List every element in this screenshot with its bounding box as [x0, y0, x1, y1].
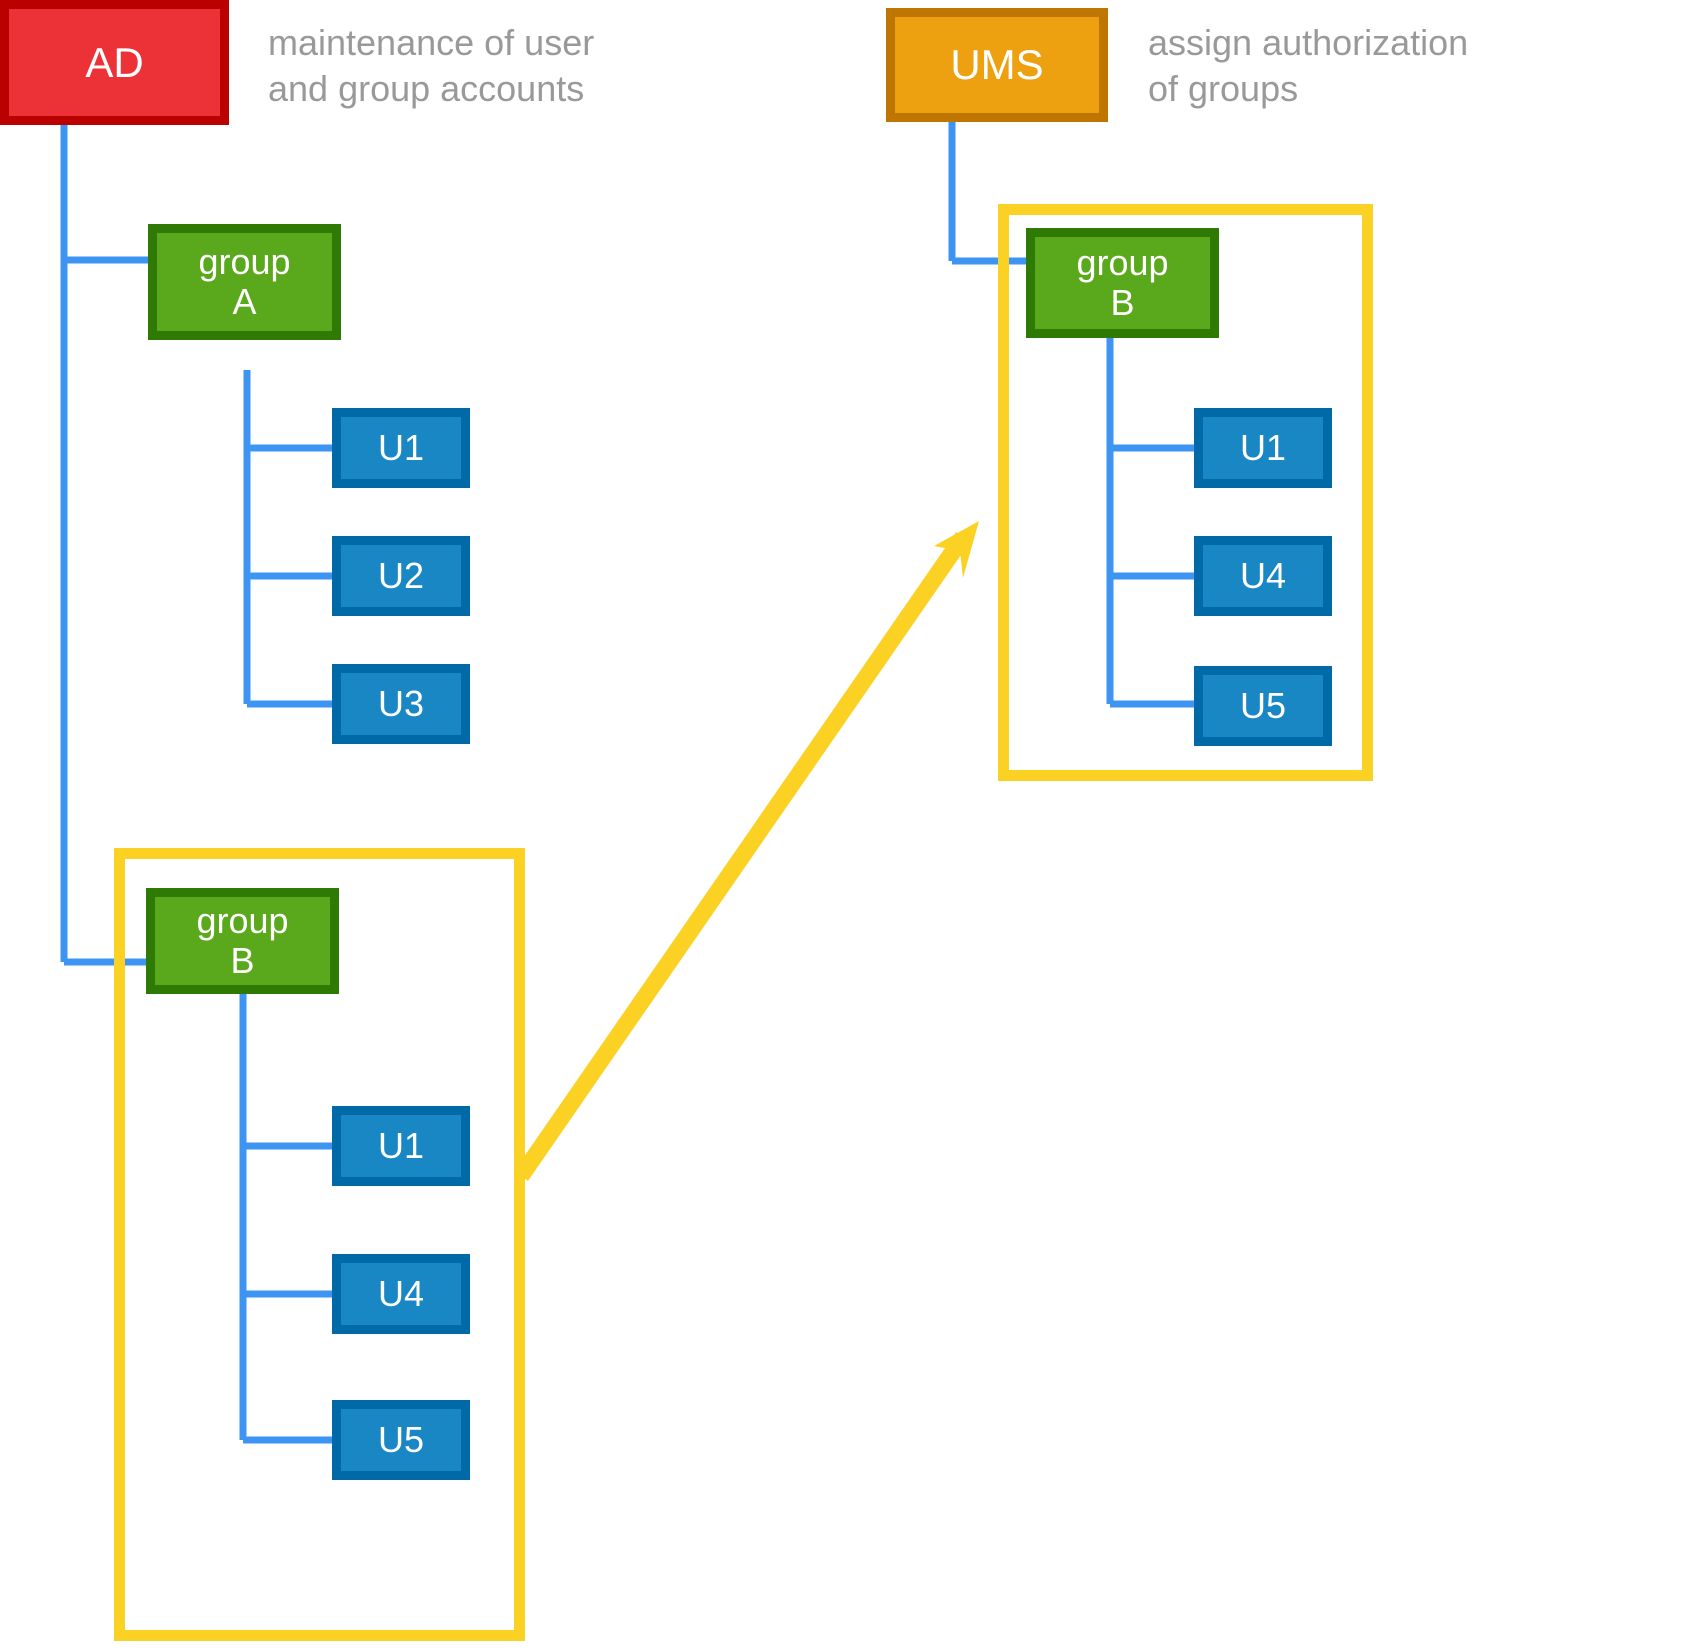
node-group-a-user-u2[interactable]: U2 — [332, 536, 470, 616]
highlight-container-ums-group-b — [998, 204, 1373, 781]
highlight-container-ad-group-b — [114, 848, 525, 1641]
node-ad-label: AD — [85, 38, 144, 86]
node-group-b-ums-label: group B — [1076, 241, 1169, 323]
node-ad[interactable]: AD — [0, 0, 229, 125]
node-group-a[interactable]: group A — [148, 224, 341, 340]
node-group-b-ums-user-u5-label: U5 — [1239, 684, 1287, 726]
node-group-b-ad-user-u4[interactable]: U4 — [332, 1254, 470, 1334]
group-b-mapping-arrow — [514, 521, 979, 1181]
node-group-b-ad-label: group B — [196, 899, 289, 981]
node-group-a-user-u1-label: U1 — [377, 426, 425, 468]
caption-ums: assign authorization of groups — [1148, 22, 1469, 110]
node-group-b-ad-user-u1-label: U1 — [377, 1124, 425, 1166]
node-group-a-label: group A — [198, 240, 291, 322]
node-group-b-ums-user-u1[interactable]: U1 — [1194, 408, 1332, 488]
node-group-b-ums[interactable]: group B — [1026, 228, 1219, 338]
node-group-b-ad-user-u5-label: U5 — [377, 1418, 425, 1460]
node-ums[interactable]: UMS — [886, 8, 1108, 122]
group-a-child-wires — [243, 370, 338, 708]
node-group-b-ums-user-u1-label: U1 — [1239, 426, 1287, 468]
caption-ad: maintenance of user and group accounts — [268, 22, 595, 110]
node-group-b-ums-user-u5[interactable]: U5 — [1194, 666, 1332, 746]
node-group-a-user-u3-label: U3 — [377, 682, 425, 724]
node-group-b-ad-user-u1[interactable]: U1 — [332, 1106, 470, 1186]
node-group-a-user-u2-label: U2 — [377, 554, 425, 596]
node-group-b-ad-user-u5[interactable]: U5 — [332, 1400, 470, 1480]
node-group-b-ums-user-u4-label: U4 — [1239, 554, 1287, 596]
node-group-a-user-u3[interactable]: U3 — [332, 664, 470, 744]
node-ums-label: UMS — [950, 41, 1044, 89]
node-group-b-ad-user-u4-label: U4 — [377, 1272, 425, 1314]
node-group-b-ums-user-u4[interactable]: U4 — [1194, 536, 1332, 616]
node-group-a-user-u1[interactable]: U1 — [332, 408, 470, 488]
node-group-b-ad[interactable]: group B — [146, 888, 339, 994]
